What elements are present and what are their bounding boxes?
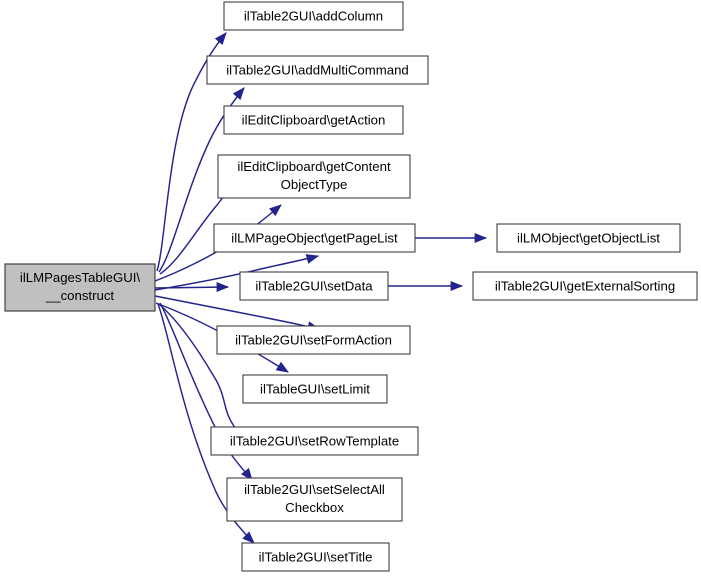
edge-root-to-n9 (158, 303, 246, 439)
node-n1[interactable]: ilTable2GUI\addColumn (223, 1, 404, 31)
node-box[interactable] (242, 374, 388, 404)
node-label-line1: ilTable2GUI\getExternalSorting (495, 278, 675, 293)
node-n13[interactable]: ilTable2GUI\getExternalSorting (472, 271, 698, 301)
node-box[interactable] (223, 105, 404, 135)
node-label-line1: ilTableGUI\setLimit (260, 381, 370, 396)
arrowhead (269, 204, 282, 217)
arrowhead (241, 467, 253, 481)
edge-root-to-n10 (159, 302, 253, 481)
arrowhead (275, 361, 289, 373)
node-box[interactable] (226, 477, 403, 522)
edge-root-to-n5 (154, 255, 319, 291)
arrowhead (305, 254, 320, 264)
node-box[interactable] (496, 223, 681, 253)
node-n3[interactable]: ilEditClipboard\getAction (223, 105, 404, 135)
node-label-line1: ilEditClipboard\getContent (237, 159, 391, 174)
node-label-line1: ilTable2GUI\setRowTemplate (230, 433, 399, 448)
node-box[interactable] (217, 154, 411, 199)
node-box[interactable] (472, 271, 698, 301)
node-label-line2: __construct (45, 288, 115, 303)
arrowhead (242, 531, 255, 544)
node-label-line1: ilTable2GUI\setTitle (259, 549, 373, 564)
node-n7[interactable]: ilTable2GUI\setFormAction (216, 325, 411, 355)
node-label-line1: ilTable2GUI\addColumn (244, 8, 383, 23)
arrowhead (214, 32, 227, 45)
node-box[interactable] (4, 263, 156, 312)
node-label-line1: ilEditClipboard\getAction (242, 112, 386, 127)
node-box[interactable] (241, 542, 390, 572)
edges-layer (154, 32, 488, 544)
edge-root-to-n11 (157, 303, 255, 544)
node-box[interactable] (239, 271, 389, 301)
arrowhead (474, 233, 488, 243)
node-n9[interactable]: ilTable2GUI\setRowTemplate (210, 426, 419, 456)
arrowhead (216, 282, 230, 292)
edge-root-to-n6 (154, 286, 229, 289)
node-label-line1: ilTable2GUI\addMultiCommand (226, 62, 409, 77)
nodes-layer: ilLMPagesTableGUI\ __construct ilTable2GUI… (4, 1, 698, 572)
node-n8[interactable]: ilTableGUI\setLimit (242, 374, 388, 404)
node-label-line1: ilTable2GUI\setSelectAll (244, 482, 385, 497)
node-n5[interactable]: ilLMPageObject\getPageList (213, 223, 416, 253)
node-box[interactable] (213, 223, 416, 253)
node-label-line1: ilLMPageObject\getPageList (231, 230, 398, 245)
node-label-line2: Checkbox (285, 500, 344, 515)
node-n2[interactable]: ilTable2GUI\addMultiCommand (206, 55, 429, 85)
node-box[interactable] (206, 55, 429, 85)
node-n11[interactable]: ilTable2GUI\setTitle (241, 542, 390, 572)
node-label-line1: ilLMObject\getObjectList (517, 230, 660, 245)
node-root[interactable]: ilLMPagesTableGUI\ __construct (4, 263, 156, 312)
node-label-line1: ilTable2GUI\setFormAction (235, 332, 392, 347)
node-label-line2: ObjectType (281, 177, 348, 192)
node-n12[interactable]: ilLMObject\getObjectList (496, 223, 681, 253)
arrowhead (450, 281, 464, 291)
arrowhead (232, 87, 245, 100)
node-box[interactable] (210, 426, 419, 456)
node-box[interactable] (223, 1, 404, 31)
node-n6[interactable]: ilTable2GUI\setData (239, 271, 389, 301)
node-label-line1: ilTable2GUI\setData (255, 278, 373, 293)
edge-root-to-n1 (156, 32, 227, 272)
node-label-line1: ilLMPagesTableGUI\ (20, 270, 141, 285)
node-box[interactable] (216, 325, 411, 355)
